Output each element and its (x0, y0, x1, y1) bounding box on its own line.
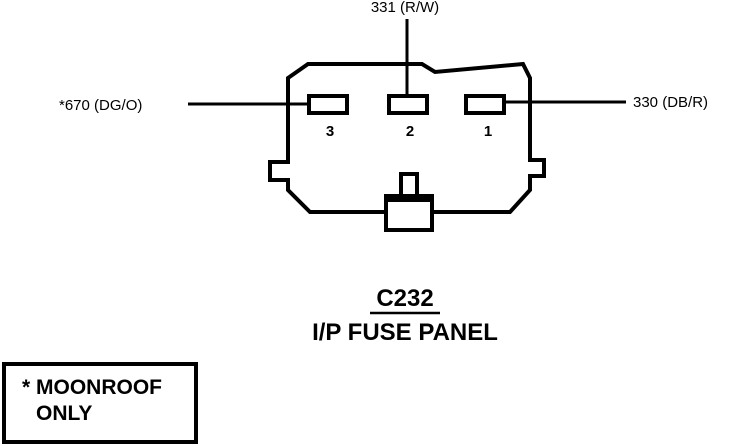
wire-label-331: 331 (R/W) (371, 0, 439, 16)
pin-number-1: 1 (484, 123, 492, 140)
terminal-1 (464, 94, 506, 115)
connector-id: C232 (376, 285, 433, 312)
terminal-2 (387, 94, 429, 115)
wire-label-330: 330 (DB/R) (633, 94, 708, 111)
wire-label-670: *670 (DG/O) (59, 97, 142, 114)
footnote-line-2: ONLY (36, 402, 92, 425)
connector-body (268, 61, 546, 232)
connector-latch-tab (399, 172, 419, 200)
connector-location: I/P FUSE PANEL (312, 319, 498, 346)
footnote-box (2, 362, 198, 444)
pin-number-3: 3 (326, 123, 334, 140)
terminal-3 (307, 94, 349, 115)
footnote-line-1: * MOONROOF (22, 376, 162, 399)
pin-number-2: 2 (406, 123, 414, 140)
